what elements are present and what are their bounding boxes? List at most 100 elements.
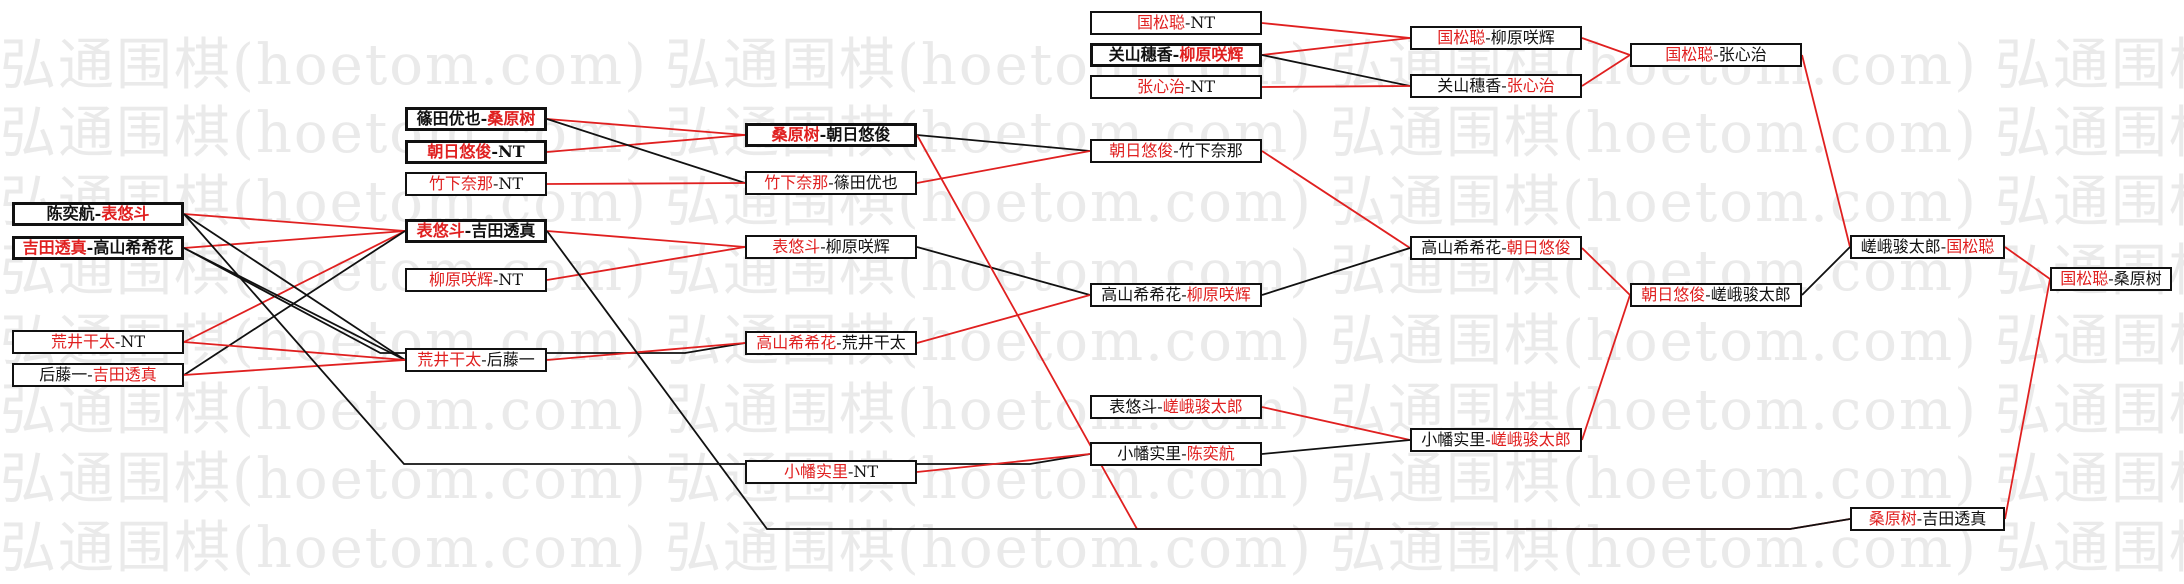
player-left: 篠田优也 <box>416 109 481 128</box>
separator: - <box>1485 430 1491 449</box>
match-box: 竹下奈那-篠田优也 <box>745 171 917 195</box>
player-left: 表悠斗 <box>1109 397 1158 416</box>
player-left: 嵯峨骏太郎 <box>1860 237 1941 256</box>
player-left: 朝日悠俊 <box>1109 141 1174 160</box>
player-right: 桑原树 <box>2113 269 2162 288</box>
player-right: NT <box>853 462 879 481</box>
player-left: 桑原树 <box>771 125 820 144</box>
separator: - <box>1172 45 1180 64</box>
player-right: 柳原咲辉 <box>825 237 890 256</box>
player-right: 陈奕航 <box>1186 444 1235 463</box>
winner-line <box>1581 294 1631 441</box>
loser-line <box>916 246 1091 296</box>
player-right: 张心治 <box>1506 76 1555 95</box>
loser-line <box>1801 246 1851 296</box>
separator: - <box>86 238 94 257</box>
player-left: 朝日悠俊 <box>1641 285 1706 304</box>
separator: - <box>819 125 827 144</box>
winner-line <box>546 342 746 361</box>
player-right: 荒井干太 <box>841 333 906 352</box>
winner-line <box>183 230 406 249</box>
player-right: NT <box>120 332 146 351</box>
player-left: 关山穗香 <box>1437 76 1502 95</box>
winner-line <box>1801 54 1851 248</box>
match-box: 张心治-NT <box>1090 75 1262 99</box>
match-box: 小幡实里-NT <box>745 460 917 484</box>
player-left: 国松聪 <box>1136 13 1185 32</box>
match-box: 表悠斗-嵯峨骏太郎 <box>1090 395 1262 419</box>
match-box: 朝日悠俊-NT <box>405 140 547 164</box>
player-left: 小幡实里 <box>1421 430 1486 449</box>
winner-line <box>1261 150 1411 249</box>
player-right: NT <box>498 270 524 289</box>
loser-line <box>916 134 1091 152</box>
winner-line <box>916 150 1091 184</box>
player-right: 朝日悠俊 <box>1506 238 1571 257</box>
separator: - <box>1181 444 1187 463</box>
match-box: 国松聪-NT <box>1090 11 1262 35</box>
player-left: 柳原咲辉 <box>428 270 493 289</box>
match-box: 陈奕航-表悠斗 <box>12 202 184 226</box>
match-box: 表悠斗-柳原咲辉 <box>745 235 917 259</box>
separator: - <box>1940 237 1947 256</box>
winner-line <box>183 341 406 361</box>
loser-line <box>546 230 1851 530</box>
player-left: 高山希希花 <box>1101 285 1182 304</box>
separator: - <box>492 174 499 193</box>
winner-line <box>2004 246 2051 280</box>
player-right: 朝日悠俊 <box>826 125 891 144</box>
winner-line <box>916 134 1851 530</box>
loser-line <box>546 118 746 184</box>
winner-line <box>1261 85 1411 88</box>
player-right: 吉田透真 <box>471 221 536 240</box>
match-box: 荒井干太-NT <box>12 330 184 354</box>
match-box: 关山穗香-柳原咲辉 <box>1090 43 1262 67</box>
winner-line <box>546 118 746 136</box>
loser-line <box>183 213 406 361</box>
player-right: 柳原咲辉 <box>1490 28 1555 47</box>
player-left: 竹下奈那 <box>764 173 829 192</box>
player-right: 吉田透真 <box>92 365 157 384</box>
winner-line <box>916 294 1091 344</box>
loser-line <box>1261 439 1411 455</box>
player-left: 荒井干太 <box>50 332 115 351</box>
player-right: 竹下奈那 <box>1178 141 1243 160</box>
player-right: 高山希希花 <box>93 238 174 257</box>
match-box: 柳原咲辉-NT <box>405 268 547 292</box>
match-box: 后藤一-吉田透真 <box>12 363 184 387</box>
player-right: 嵯峨骏太郎 <box>1490 430 1571 449</box>
winner-line <box>546 134 746 153</box>
separator: - <box>1916 509 1923 528</box>
separator: - <box>480 109 488 128</box>
player-right: NT <box>1190 77 1216 96</box>
player-left: 张心治 <box>1136 77 1185 96</box>
match-box: 嵯峨骏太郎-国松聪 <box>1850 235 2005 259</box>
separator: - <box>1501 76 1507 95</box>
winner-line <box>1261 406 1411 441</box>
player-left: 国松聪 <box>1665 45 1714 64</box>
winner-line <box>546 246 746 281</box>
winner-line <box>1581 54 1631 87</box>
player-left: 高山希希花 <box>756 333 837 352</box>
winner-line <box>1581 247 1631 296</box>
separator: - <box>1181 285 1187 304</box>
separator: - <box>87 365 93 384</box>
player-right: 张心治 <box>1718 45 1767 64</box>
match-box: 篠田优也-桑原树 <box>405 107 547 131</box>
separator: - <box>491 142 499 161</box>
separator: - <box>836 333 842 352</box>
separator: - <box>464 221 472 240</box>
player-right: 篠田优也 <box>833 173 898 192</box>
winner-line <box>183 359 406 376</box>
match-box: 高山希希花-朝日悠俊 <box>1410 236 1582 260</box>
separator: - <box>94 204 102 223</box>
player-left: 国松聪 <box>1437 28 1486 47</box>
player-left: 后藤一 <box>39 365 88 384</box>
player-left: 国松聪 <box>2060 269 2109 288</box>
loser-line <box>1261 54 1411 87</box>
match-box: 高山希希花-荒井干太 <box>745 331 917 355</box>
separator: - <box>1173 141 1179 160</box>
match-box: 国松聪-张心治 <box>1630 43 1802 67</box>
separator: - <box>847 462 854 481</box>
player-right: 表悠斗 <box>101 204 150 223</box>
